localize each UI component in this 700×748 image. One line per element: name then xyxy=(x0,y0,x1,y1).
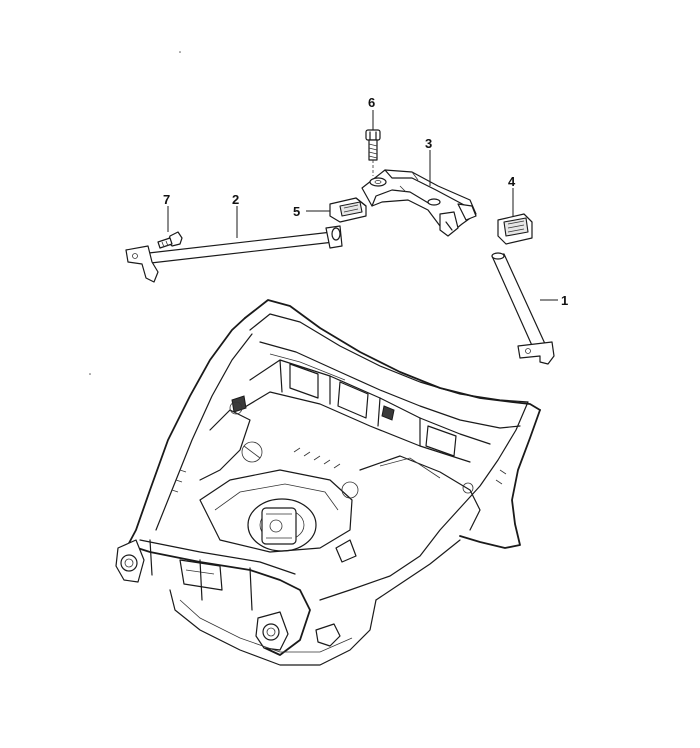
part-3-bracket xyxy=(361,169,477,237)
part-4-mount xyxy=(497,213,533,245)
callout-5-label: 5 xyxy=(293,204,300,219)
callout-6: 6 xyxy=(368,95,375,130)
part-1-strut xyxy=(491,252,555,365)
part-2-strut xyxy=(125,225,343,283)
part-7-bolt xyxy=(157,231,183,249)
callout-4: 4 xyxy=(508,174,516,216)
callout-3-label: 3 xyxy=(425,136,432,151)
callout-6-label: 6 xyxy=(368,95,375,110)
callout-2: 2 xyxy=(232,192,239,238)
callout-4-label: 4 xyxy=(508,174,516,189)
callout-1-label: 1 xyxy=(561,293,568,308)
callout-5: 5 xyxy=(293,204,330,219)
body-shell xyxy=(115,299,541,666)
part-5-mount xyxy=(329,197,367,223)
speck-mark xyxy=(179,51,181,53)
part-6-bolt xyxy=(365,129,381,176)
callout-1: 1 xyxy=(540,293,568,308)
callout-2-label: 2 xyxy=(232,192,239,207)
speck-mark xyxy=(89,373,91,375)
callout-7-label: 7 xyxy=(163,192,170,207)
callout-3: 3 xyxy=(425,136,432,186)
callout-7: 7 xyxy=(163,192,170,232)
